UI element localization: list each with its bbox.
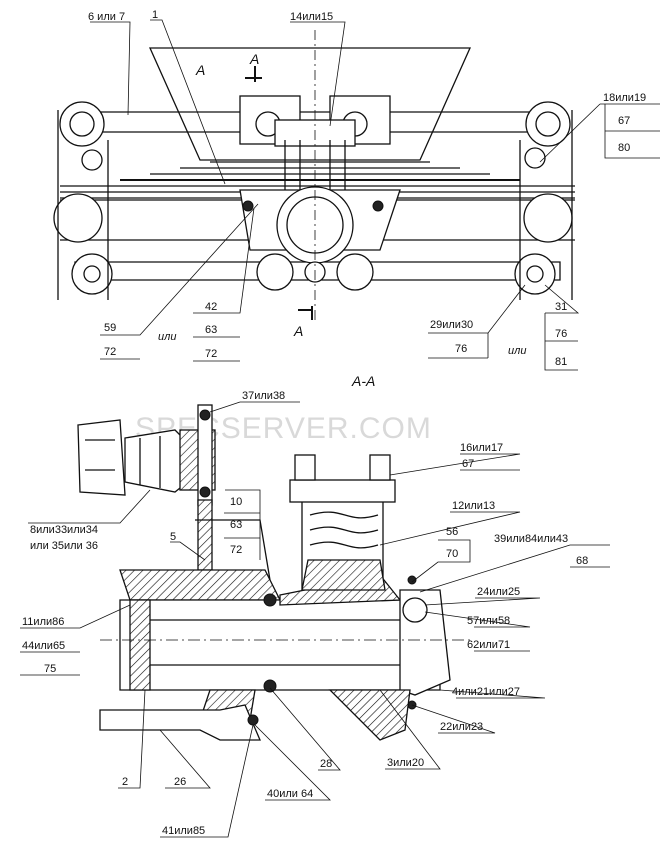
section-mark-bottom: A <box>293 323 303 339</box>
label-81: 81 <box>555 356 567 368</box>
section-mark-top-arrow: A <box>249 51 259 67</box>
label-8-or-33: 8или33или34 <box>30 524 98 536</box>
label-12-or-13: 12или13 <box>452 500 495 512</box>
label-63: 63 <box>205 324 217 336</box>
label-22-or-23: 22или23 <box>440 721 483 733</box>
label-70: 70 <box>446 548 458 560</box>
label-6-or-7: 6 или 7 <box>88 11 125 23</box>
top-view <box>53 30 575 320</box>
section-title: A-A <box>351 373 375 389</box>
section-view <box>77 404 470 741</box>
top-leaders <box>90 19 660 371</box>
label-76b: 76 <box>555 328 567 340</box>
label-16-or-17: 16или17 <box>460 442 503 454</box>
label-5: 5 <box>170 531 176 543</box>
label-72: 72 <box>104 346 116 358</box>
label-11-or-86: 11или86 <box>22 616 64 628</box>
label-14-or-15: 14или15 <box>290 11 333 23</box>
label-62-or-71: 62или71 <box>467 639 510 651</box>
section-mark-top: A <box>195 62 205 78</box>
label-37-or-38: 37или38 <box>242 390 285 402</box>
label-42: 42 <box>205 301 217 313</box>
label-3-or-20: 3или20 <box>387 757 424 769</box>
label-80: 80 <box>618 142 630 154</box>
label-56: 56 <box>446 526 458 538</box>
label-18-or-19: 18или19 <box>603 92 646 104</box>
label-31: 31 <box>555 301 567 313</box>
label-26: 26 <box>174 776 186 788</box>
label-28: 28 <box>320 758 332 770</box>
label-67b: 67 <box>462 458 474 470</box>
label-1: 1 <box>152 9 158 21</box>
label-24-or-25: 24или25 <box>477 586 520 598</box>
word-or-2: или <box>508 345 526 357</box>
label-68: 68 <box>576 555 588 567</box>
label-2: 2 <box>122 776 128 788</box>
label-72c: 72 <box>230 544 242 556</box>
label-76: 76 <box>455 343 467 355</box>
label-29-or-30: 29или30 <box>430 319 473 331</box>
label-67: 67 <box>618 115 630 127</box>
label-35-or-36: или 35или 36 <box>30 540 98 552</box>
word-or-1: или <box>158 331 176 343</box>
label-40-or-64: 40или 64 <box>267 788 313 800</box>
section-leaders <box>20 401 610 838</box>
label-4-or-21: 4или21или27 <box>452 686 520 698</box>
label-59: 59 <box>104 322 116 334</box>
label-57-or-58: 57или58 <box>467 615 510 627</box>
label-39-or-84: 39или84или43 <box>494 533 568 545</box>
label-75: 75 <box>44 663 56 675</box>
label-44-or-65: 44или65 <box>22 640 65 652</box>
label-63c: 63 <box>230 519 242 531</box>
label-10: 10 <box>230 496 242 508</box>
label-41-or-85: 41или85 <box>162 825 205 837</box>
label-72b: 72 <box>205 348 217 360</box>
